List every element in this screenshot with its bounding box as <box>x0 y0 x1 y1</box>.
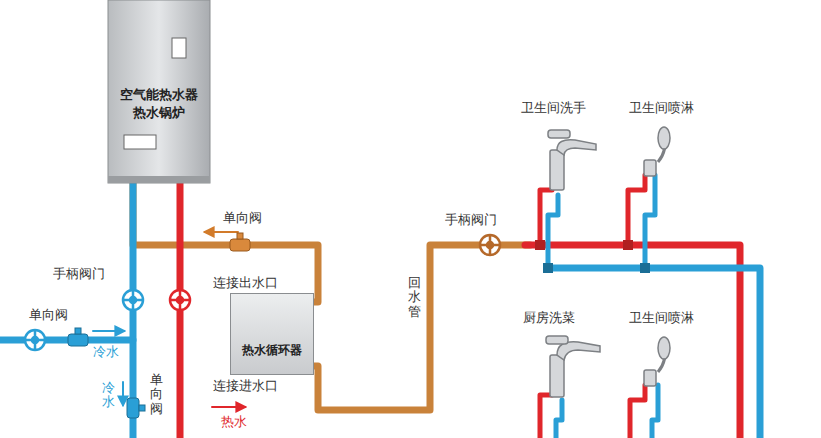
flow-label: 冷水 <box>92 344 120 360</box>
valve-label: 单向阀 <box>150 372 163 417</box>
valve-label: 单向阀 <box>28 307 69 323</box>
water-heater-box: 空气能热水器 热水锅炉 <box>108 0 210 183</box>
fixture-label: 厨房洗菜 <box>522 310 576 326</box>
fixture-label: 卫生间洗手 <box>520 100 587 116</box>
port-label: 连接进水口 <box>212 378 279 394</box>
valve-label: 手柄阀门 <box>444 212 498 228</box>
node-title: 热水循环器 <box>234 342 310 358</box>
port-label: 连接出水口 <box>212 275 279 291</box>
flow-label: 冷水 <box>102 380 115 411</box>
valve-label: 手柄阀门 <box>52 266 106 282</box>
valve-label: 单向阀 <box>222 210 263 226</box>
pipe-label: 回水管 <box>408 275 421 320</box>
node-title: 空气能热水器 热水锅炉 <box>117 86 201 121</box>
fixture-label: 卫生间喷淋 <box>628 100 695 116</box>
flow-label: 热水 <box>220 414 248 430</box>
fixture-label: 卫生间喷淋 <box>628 310 695 326</box>
pipe-connector <box>133 183 318 302</box>
circulator-box: 热水循环器 <box>230 293 314 375</box>
